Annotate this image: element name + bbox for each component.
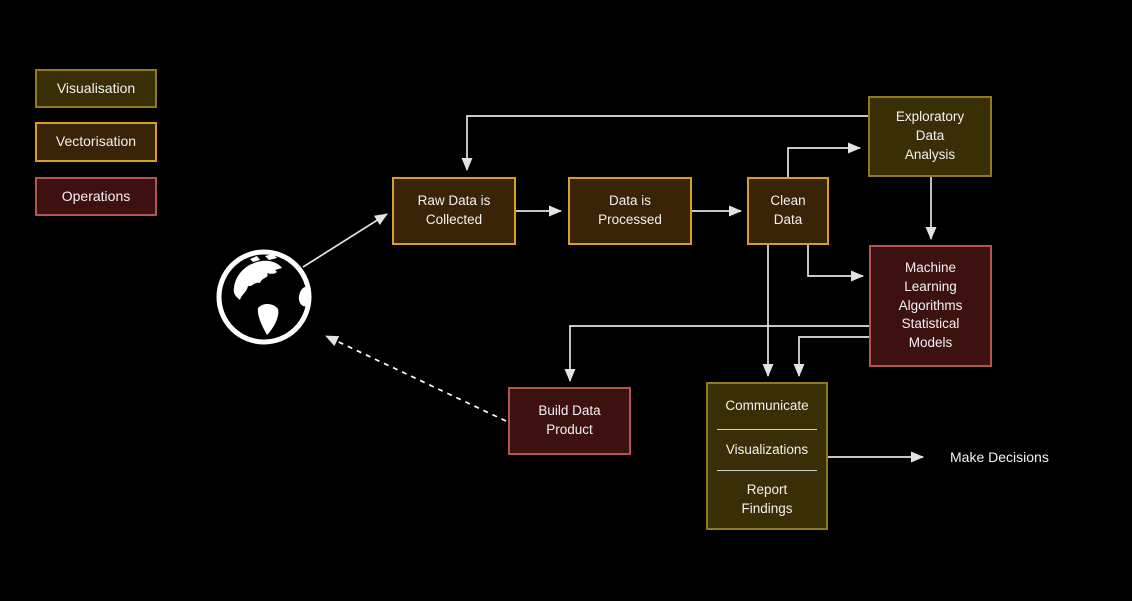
arrow-exploratory-to-raw <box>461 115 868 171</box>
arrow-ml-to-communicate <box>793 336 869 377</box>
communicate-label: Communicate <box>725 398 809 414</box>
make-decisions-label: Make Decisions <box>950 449 1049 465</box>
section-divider <box>717 470 817 471</box>
legend-item-visualisation[interactable]: Visualisation <box>35 69 157 108</box>
report-findings-label: Report Findings <box>741 481 793 516</box>
node-exploratory-data-analysis[interactable]: Exploratory Data Analysis <box>868 96 992 177</box>
arrow-globe-to-raw-data <box>302 213 388 268</box>
node-clean-data[interactable]: Clean Data <box>747 177 829 245</box>
node-build-data-product[interactable]: Build Data Product <box>508 387 631 455</box>
node-data-is-processed[interactable]: Data is Processed <box>568 177 692 245</box>
node-machine-learning-statistical-models[interactable]: Machine Learning Algorithms Statistical … <box>869 245 992 367</box>
arrow-ml-to-build-product <box>564 325 869 382</box>
globe-icon[interactable] <box>214 247 314 347</box>
arrow-clean-to-exploratory <box>787 142 861 177</box>
node-communicate-report-findings[interactable]: Communicate Visualizations Report Findin… <box>706 382 828 530</box>
legend-item-vectorisation[interactable]: Vectorisation <box>35 122 157 162</box>
arrow-build-product-to-globe-dashed <box>325 335 507 422</box>
section-divider <box>717 429 817 430</box>
node-raw-data-collected[interactable]: Raw Data is Collected <box>392 177 516 245</box>
visualizations-label: Visualizations <box>725 441 809 457</box>
arrow-clean-to-ml <box>807 245 864 282</box>
legend-item-operations[interactable]: Operations <box>35 177 157 216</box>
